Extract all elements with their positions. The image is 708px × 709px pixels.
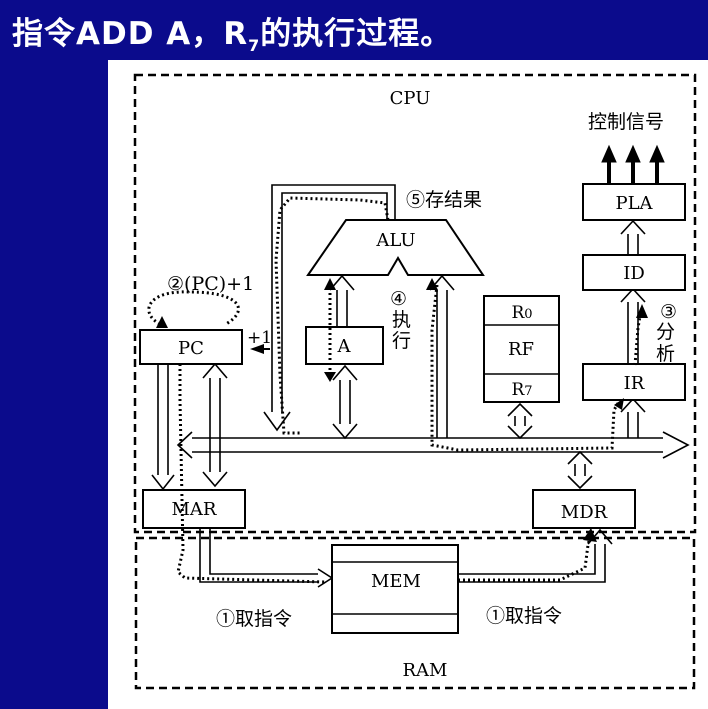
step3-char-1: 分	[656, 321, 675, 343]
alu-output-bus	[263, 184, 396, 432]
id-decoder	[582, 254, 686, 291]
pc-increment-loop	[147, 290, 240, 326]
cpu-label: CPU	[390, 88, 431, 109]
ram-region	[134, 536, 696, 690]
step2-pc-increment: ②(PC)+1	[167, 273, 254, 295]
mem-block: MEM	[331, 544, 459, 634]
pla-label: PLA	[615, 193, 653, 214]
ir-label: IR	[624, 373, 645, 394]
diagram-panel: CPU RAM	[108, 60, 708, 709]
title-subscript: 7	[248, 36, 261, 56]
pc-label: PC	[178, 338, 204, 359]
store-result-path	[274, 196, 390, 435]
rf-bus-link	[507, 402, 533, 440]
id-to-pla-link	[620, 219, 646, 254]
pc-bus-link	[202, 362, 228, 488]
step1-right-fetch: ①取指令	[486, 605, 562, 627]
mdr-bus-link	[567, 450, 593, 490]
execute-path	[430, 284, 622, 452]
bus-to-ir-link	[620, 397, 646, 438]
ir-register	[582, 363, 686, 401]
dotted-data-paths	[147, 196, 643, 584]
rf-label: RF	[508, 339, 534, 360]
mar-register	[142, 489, 246, 529]
pc-to-mar-link	[151, 364, 175, 491]
id-label: ID	[623, 263, 645, 284]
step1-left-fetch: ①取指令	[216, 608, 292, 630]
mar-label: MAR	[172, 499, 217, 520]
ram-label: RAM	[403, 660, 448, 681]
step3-char-2: 析	[656, 343, 675, 365]
mdr-label: MDR	[561, 502, 608, 523]
rf-r0-label: R0	[511, 303, 532, 323]
step3-number: ③	[660, 301, 677, 323]
ir-to-id-link	[620, 287, 646, 364]
step5-store-result: ⑤存结果	[406, 189, 482, 211]
register-file: R0 RF R7	[483, 295, 560, 403]
a-to-alu-link	[329, 274, 355, 326]
a-register	[305, 326, 384, 365]
control-signal-arrows	[601, 144, 665, 184]
a-bus-link	[332, 364, 358, 440]
title-prefix: 指令ADD A，R	[12, 16, 249, 52]
step4-number: ④	[390, 288, 407, 310]
pc-register	[139, 329, 243, 365]
path-arrowheads	[156, 278, 648, 542]
mem-label: MEM	[371, 571, 421, 592]
mdr-register	[532, 489, 636, 529]
cpu-region	[133, 73, 697, 534]
cpu-datapath-diagram: CPU RAM	[133, 73, 697, 690]
alu-block	[306, 219, 485, 276]
alu-label: ALU	[375, 230, 415, 251]
step4-char-2: 行	[392, 330, 411, 352]
title-suffix: 的执行过程。	[260, 16, 453, 52]
pla-block	[582, 183, 686, 221]
step4-char-1: 执	[392, 309, 411, 331]
control-signals-label: 控制信号	[588, 111, 664, 133]
fetch-path-left	[176, 364, 326, 584]
bus-to-alu-link	[429, 274, 455, 438]
rf-r7-label: R7	[511, 380, 532, 400]
slide-title: 指令ADD A，R7的执行过程。	[12, 8, 452, 55]
plus-one-label: +1	[247, 328, 272, 348]
a-label: A	[337, 336, 352, 357]
internal-bus	[176, 431, 690, 459]
